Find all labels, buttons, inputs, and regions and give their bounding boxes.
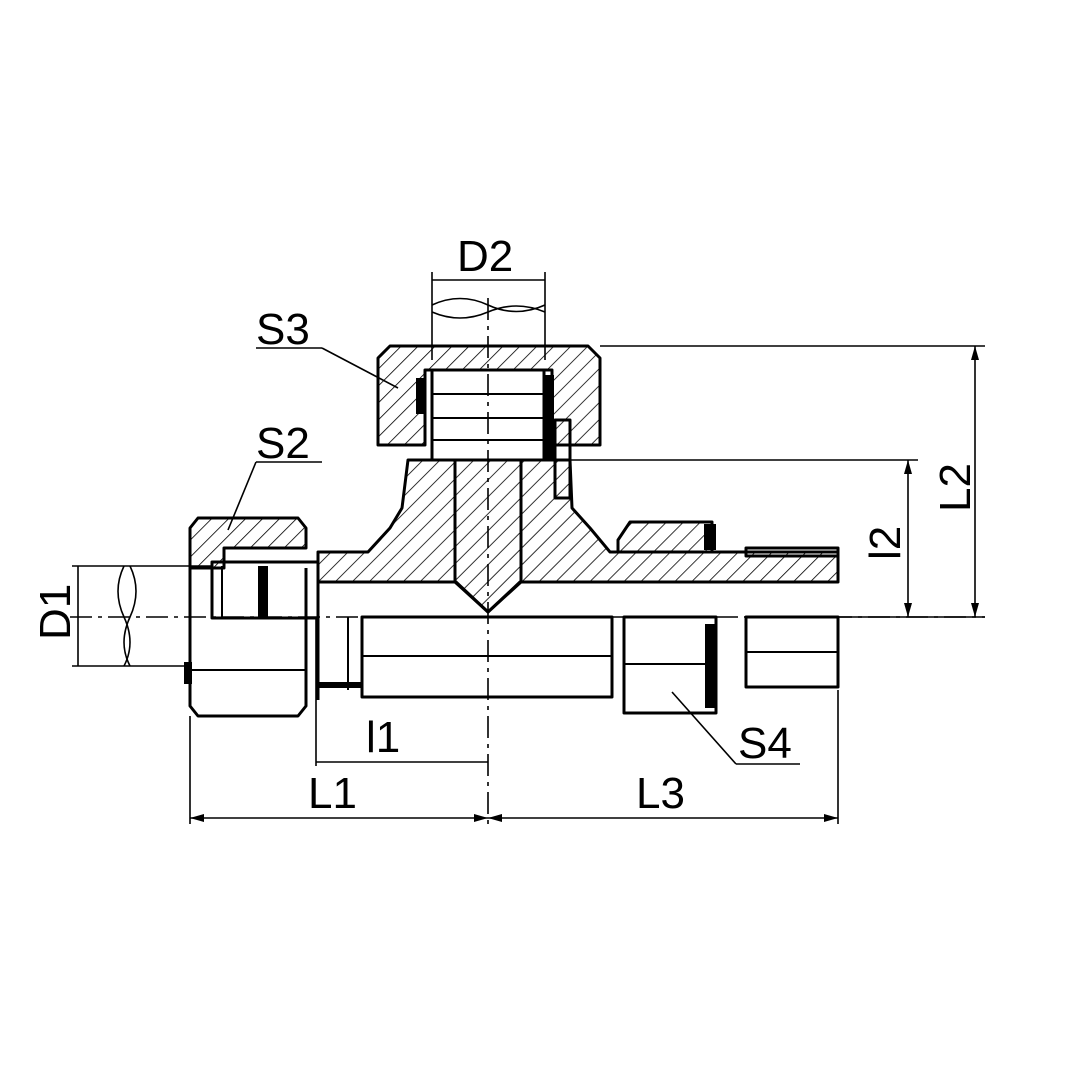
label-s2: S2: [256, 419, 310, 468]
label-l2: L2: [931, 463, 980, 512]
leader-s4: S4: [671, 691, 800, 768]
label-l2-small: l2: [861, 526, 910, 560]
dimension-d1: D1: [31, 565, 212, 667]
left-nut-s2: [184, 516, 320, 718]
top-nut-s3: [376, 344, 602, 500]
label-d2: D2: [457, 232, 513, 281]
dimension-l2: L2: [600, 345, 985, 618]
dimension-d2: D2: [431, 232, 546, 360]
label-l1: L1: [308, 769, 357, 818]
dimension-l2-small: l2: [555, 459, 918, 617]
label-s3: S3: [256, 305, 310, 354]
label-l1-small: l1: [366, 713, 400, 762]
label-d1: D1: [31, 584, 80, 640]
leader-s2: S2: [227, 419, 322, 531]
dimension-l1-l3: L1 L3: [189, 690, 839, 824]
label-s4: S4: [738, 719, 792, 768]
label-l3: L3: [636, 769, 685, 818]
right-nut-s4: [616, 520, 840, 715]
tee-body: [316, 458, 840, 700]
dimension-l1-small: l1: [315, 617, 488, 766]
leader-s3: S3: [256, 305, 399, 389]
